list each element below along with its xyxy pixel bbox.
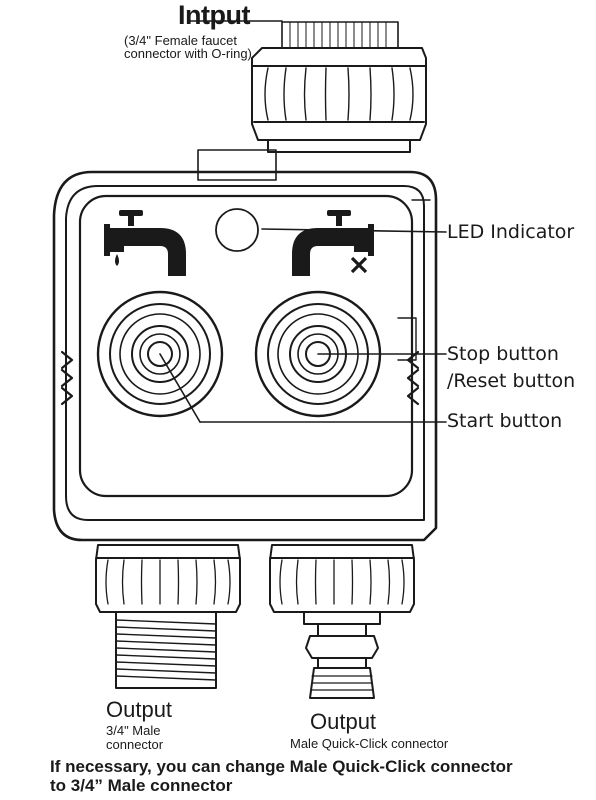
output-left-line1: 3/4" Male — [106, 723, 161, 738]
tap-water-on-icon — [104, 210, 186, 276]
stop-button-label: Stop button — [447, 343, 559, 365]
quick-click-outlet-connector — [269, 544, 415, 699]
timer-body — [52, 170, 438, 542]
input-desc-line1: (3/4" Female faucet — [124, 33, 238, 48]
tap-water-off-icon — [292, 210, 374, 276]
start-button-label: Start button — [447, 410, 563, 432]
input-title: Intput — [178, 0, 250, 30]
output-left-title: Output — [106, 697, 173, 722]
led-indicator — [215, 208, 259, 252]
output-right-line1: Male Quick-Click connector — [290, 736, 449, 751]
inlet-connector — [197, 21, 427, 181]
output-left-line2: connector — [106, 737, 164, 752]
left-grip-ridges — [60, 350, 74, 406]
note-line1: If necessary, you can change Male Quick-… — [50, 757, 513, 776]
reset-button-label: /Reset button — [447, 370, 576, 392]
led-indicator-label: LED Indicator — [447, 221, 575, 243]
input-desc-line2: connector with O-ring) — [124, 46, 252, 61]
note-line2: to 3/4” Male connector — [50, 776, 233, 795]
output-right-title: Output — [310, 709, 377, 734]
leader-lines — [159, 20, 447, 423]
start-button[interactable] — [96, 290, 224, 418]
male-outlet-connector — [95, 544, 241, 689]
